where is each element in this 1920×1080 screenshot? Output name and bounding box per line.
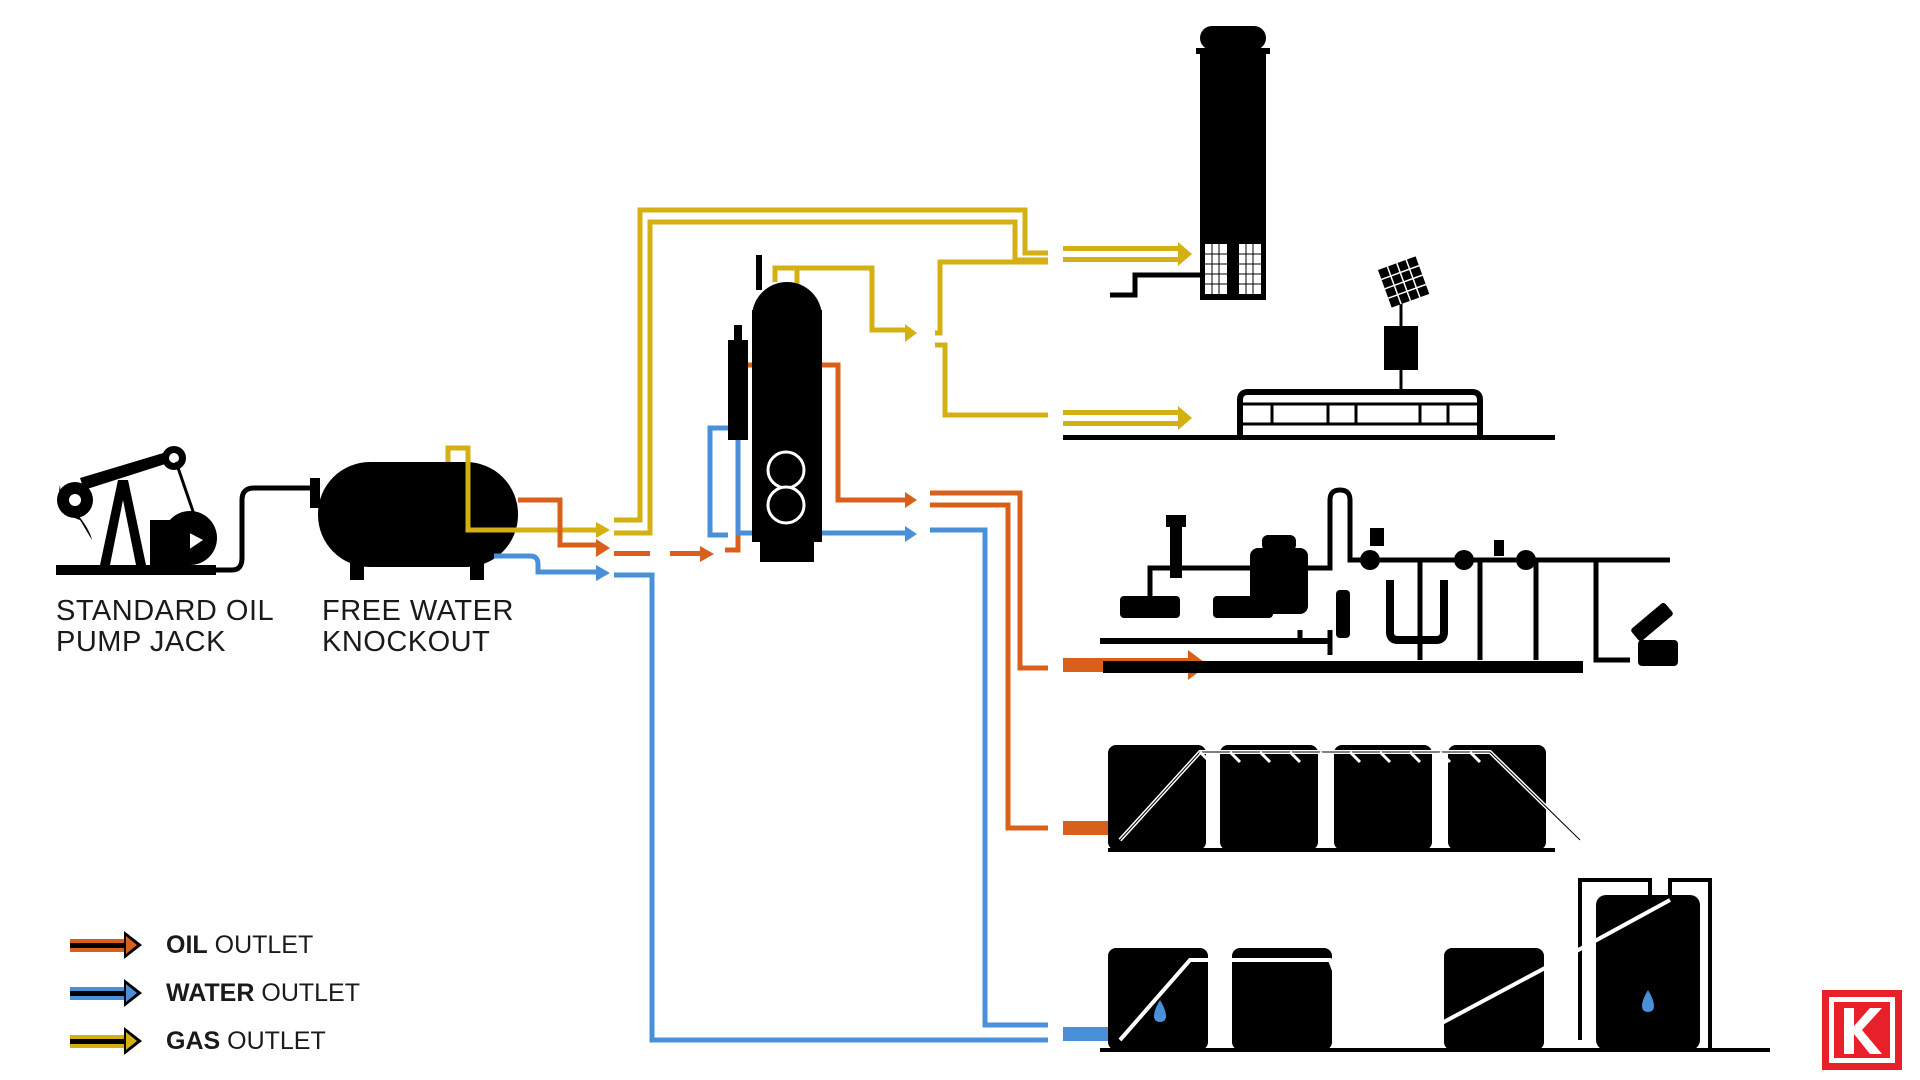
- pump-jack-label: STANDARD OIL PUMP JACK: [56, 595, 275, 658]
- pump-skid: [1100, 487, 1678, 673]
- legend-water: WATER OUTLET: [150, 975, 360, 1011]
- water-arrows: [596, 526, 1178, 1049]
- legend-oil-bold: OIL: [166, 930, 208, 959]
- gas-lines: [445, 207, 1048, 536]
- water-tank-battery: [1100, 878, 1770, 1052]
- legend-gas-rest: OUTLET: [220, 1026, 326, 1055]
- gas-arrows: [596, 242, 1192, 538]
- solar-header-unit: [1063, 256, 1555, 440]
- legend-gas-bold: GAS: [166, 1026, 221, 1055]
- legend-water-rest: OUTLET: [254, 978, 360, 1007]
- legend-arrows: [70, 931, 142, 1055]
- legend-gas: GAS OUTLET: [150, 1023, 326, 1059]
- legend-oil: OIL OUTLET: [150, 927, 313, 963]
- oil-tank-battery: [1108, 745, 1582, 852]
- vertical-separator: [728, 255, 822, 562]
- pump-jack-icon: [56, 446, 217, 575]
- free-water-knockout-tank: [310, 462, 518, 580]
- knockout-label: FREE WATER KNOCKOUT: [322, 595, 514, 658]
- legend-water-bold: WATER: [166, 978, 255, 1007]
- flare-stack: [1110, 26, 1270, 300]
- legend-oil-rest: OUTLET: [207, 930, 314, 959]
- k-logo-icon: [1822, 990, 1902, 1070]
